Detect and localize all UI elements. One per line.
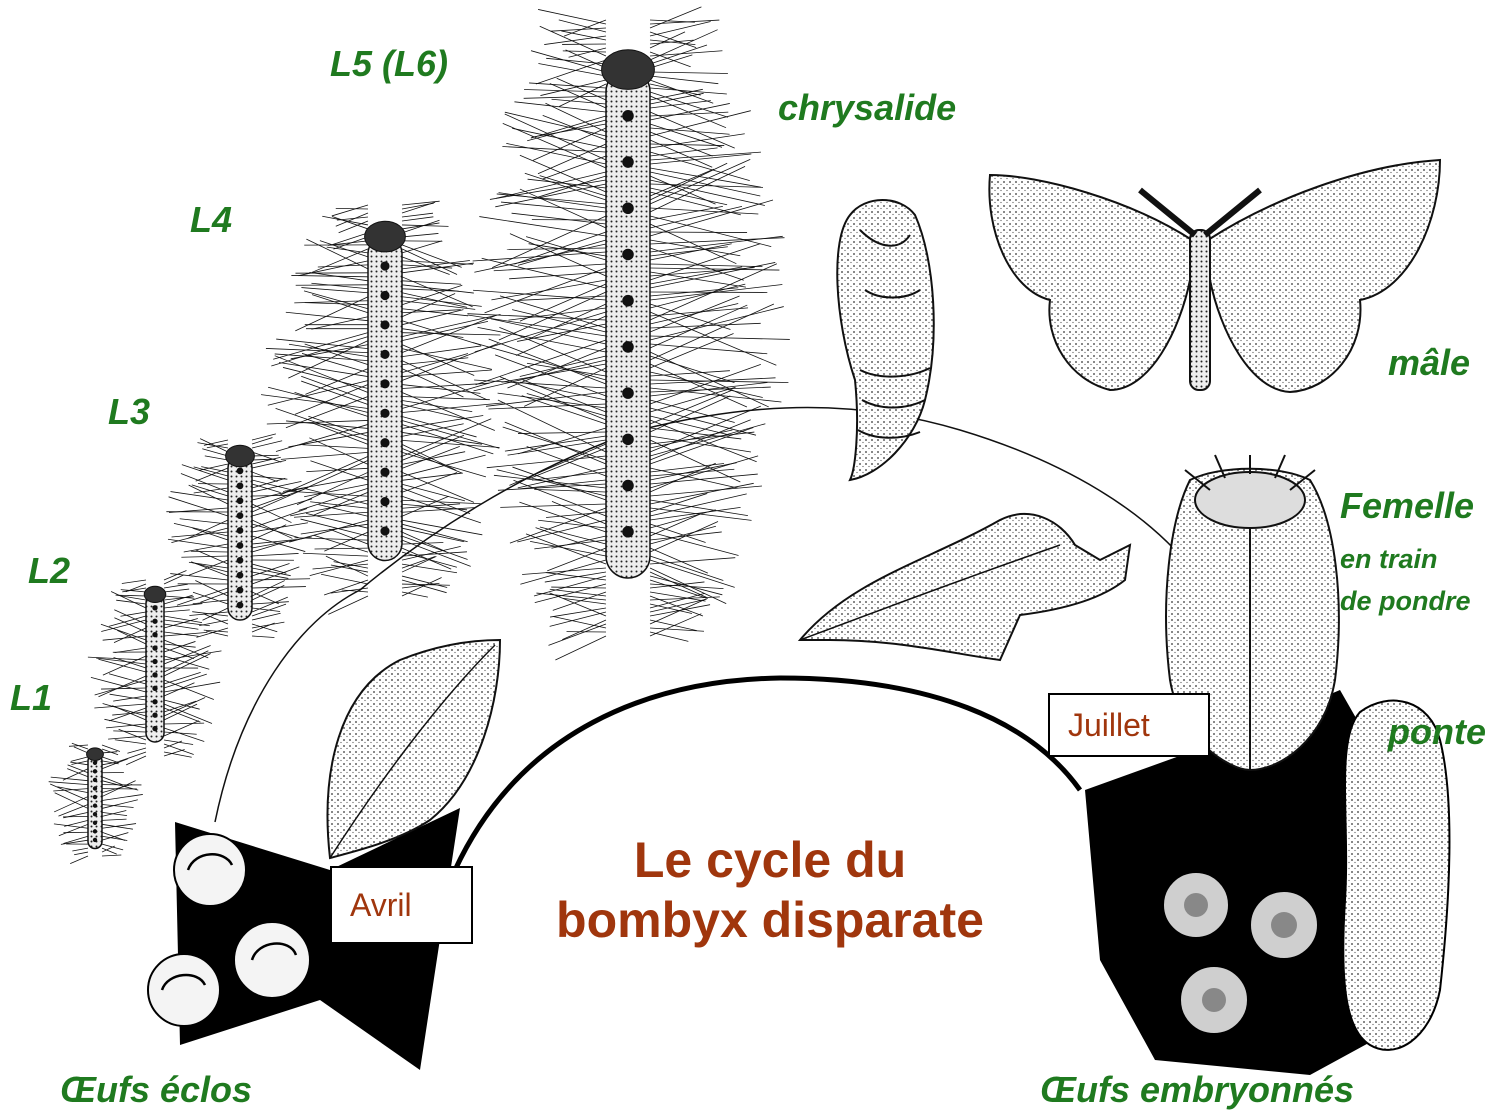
diagram-title: Le cycle du bombyx disparate — [520, 830, 1020, 950]
caterpillar-l2 — [88, 570, 222, 764]
label-embryonated-eggs: Œufs embryonnés — [1040, 1072, 1354, 1108]
label-l3: L3 — [108, 394, 150, 430]
label-male: mâle — [1388, 345, 1470, 381]
egg-mass — [1343, 701, 1449, 1050]
caterpillar-l3 — [166, 434, 312, 638]
label-chrysalis: chrysalide — [778, 90, 956, 126]
label-female-note-1: en train — [1340, 546, 1438, 573]
month-box-april: Avril — [330, 866, 473, 944]
male-moth-drawing — [989, 160, 1440, 392]
caterpillar-l4 — [261, 201, 505, 614]
caterpillar-l1 — [49, 743, 143, 863]
leaf-summer — [800, 514, 1130, 660]
month-label-july: Juillet — [1068, 707, 1150, 744]
label-l2: L2 — [28, 553, 70, 589]
leaf-spring — [328, 640, 500, 858]
month-box-july: Juillet — [1048, 693, 1210, 757]
label-hatched-eggs: Œufs éclos — [60, 1072, 252, 1108]
title-line-1: Le cycle du — [520, 830, 1020, 890]
caterpillar-l5 — [467, 7, 789, 660]
label-female-note-2: de pondre — [1340, 588, 1471, 615]
label-l5: L5 (L6) — [330, 46, 448, 82]
label-laying: ponte — [1388, 714, 1486, 750]
chrysalis-drawing — [837, 200, 933, 480]
label-l4: L4 — [190, 202, 232, 238]
label-l1: L1 — [10, 680, 52, 716]
month-label-april: Avril — [350, 887, 412, 924]
label-female: Femelle — [1340, 488, 1474, 524]
title-line-2: bombyx disparate — [520, 890, 1020, 950]
